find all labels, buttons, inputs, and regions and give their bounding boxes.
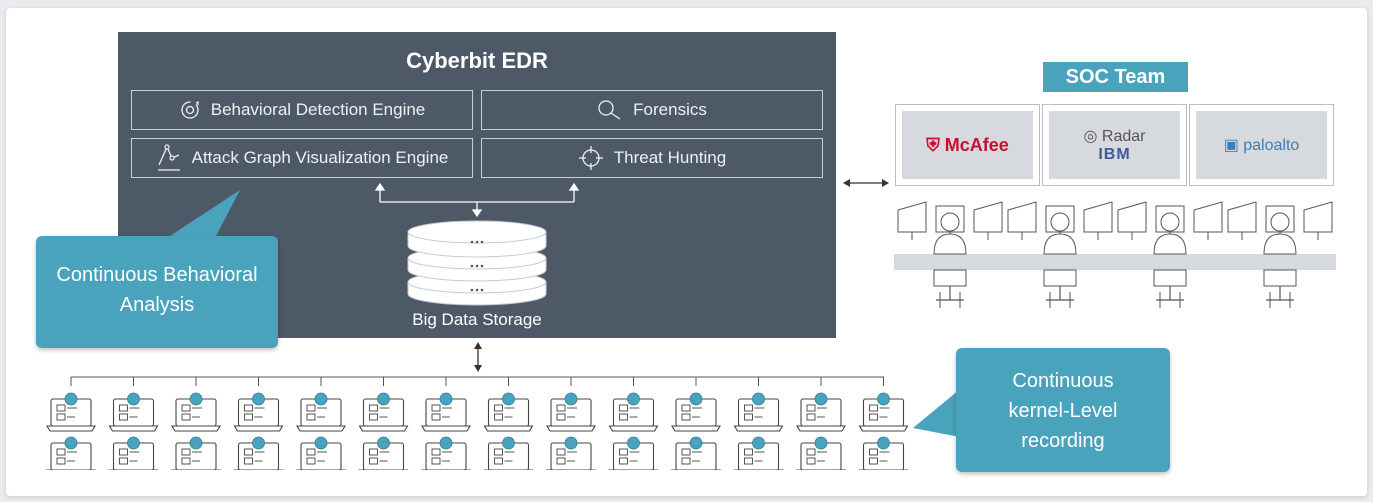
endpoint-laptop bbox=[546, 377, 596, 432]
module-threat-hunting: Threat Hunting bbox=[481, 138, 823, 178]
paloalto-logo: ▣ paloalto bbox=[1223, 137, 1300, 154]
endpoint-laptop bbox=[858, 436, 909, 470]
soc-operators bbox=[894, 201, 1336, 308]
endpoint-laptop bbox=[108, 436, 159, 470]
endpoint-laptop bbox=[733, 436, 784, 470]
module-label: Attack Graph Visualization Engine bbox=[191, 148, 449, 167]
endpoint-laptop bbox=[483, 377, 534, 432]
endpoint-laptop bbox=[796, 377, 846, 432]
endpoint-laptop bbox=[171, 377, 221, 432]
endpoint-laptop bbox=[733, 377, 784, 432]
mcafee-logo: ⛨ McAfee bbox=[926, 134, 1009, 155]
ibm-logo: IBM bbox=[1098, 146, 1131, 163]
endpoint-laptop bbox=[358, 436, 409, 470]
module-attack-graph: Attack Graph Visualization Engine bbox=[131, 138, 473, 178]
bidirectional-arrow-vertical bbox=[474, 342, 482, 372]
crosshair-icon bbox=[578, 145, 604, 171]
module-label: Threat Hunting bbox=[613, 148, 727, 167]
operator-desk bbox=[894, 254, 1336, 270]
soc-title: SOC Team bbox=[1043, 62, 1188, 92]
storage-label: Big Data Storage bbox=[412, 310, 542, 329]
endpoint-laptop bbox=[858, 377, 909, 432]
endpoint-laptop bbox=[671, 377, 721, 432]
endpoint-laptop bbox=[608, 436, 659, 470]
module-connectors bbox=[374, 182, 580, 218]
database-icon bbox=[407, 220, 547, 306]
endpoint-laptop bbox=[421, 377, 471, 432]
soc-screen-mcafee: ⛨ McAfee bbox=[895, 104, 1040, 186]
graph-icon bbox=[156, 144, 182, 172]
callout-pointer bbox=[170, 190, 240, 236]
radar-logo: ◎ Radar bbox=[1083, 128, 1146, 145]
endpoint-laptop bbox=[296, 436, 346, 470]
endpoint-laptop bbox=[796, 436, 846, 470]
gear-cycle-icon bbox=[179, 99, 201, 121]
soc-operator bbox=[897, 201, 1003, 308]
module-label: Behavioral Detection Engine bbox=[210, 100, 426, 119]
endpoint-laptop bbox=[233, 436, 284, 470]
edr-title: Cyberbit EDR bbox=[406, 48, 548, 73]
endpoint-laptop bbox=[108, 377, 159, 432]
module-forensics: Forensics bbox=[481, 90, 823, 130]
endpoint-laptop bbox=[296, 377, 346, 432]
endpoint-laptop bbox=[421, 436, 471, 470]
endpoint-laptop bbox=[546, 436, 596, 470]
soc-screen-radar: ◎ Radar IBM bbox=[1042, 104, 1187, 186]
module-label: Forensics bbox=[633, 100, 707, 119]
callout-pointer bbox=[913, 385, 965, 438]
endpoint-laptop bbox=[46, 436, 96, 470]
soc-operator bbox=[1007, 201, 1113, 308]
bidirectional-arrow-horizontal bbox=[843, 179, 889, 187]
callout-kernel-recording: Continuous kernel-Level recording bbox=[956, 348, 1170, 472]
magnifier-icon bbox=[597, 99, 623, 121]
module-behavioral-detection: Behavioral Detection Engine bbox=[131, 90, 473, 130]
soc-screen-paloalto: ▣ paloalto bbox=[1189, 104, 1334, 186]
endpoint-laptop bbox=[46, 377, 96, 432]
soc-operator bbox=[1117, 201, 1223, 308]
callout-behavioral-analysis: Continuous Behavioral Analysis bbox=[36, 236, 278, 348]
endpoint-laptop bbox=[171, 436, 221, 470]
endpoint-grid bbox=[46, 376, 909, 470]
endpoint-laptop bbox=[233, 377, 284, 432]
endpoint-laptop bbox=[608, 377, 659, 432]
endpoint-laptop bbox=[671, 436, 721, 470]
soc-operator bbox=[1227, 201, 1333, 308]
endpoint-laptop bbox=[358, 377, 409, 432]
endpoint-laptop bbox=[483, 436, 534, 470]
